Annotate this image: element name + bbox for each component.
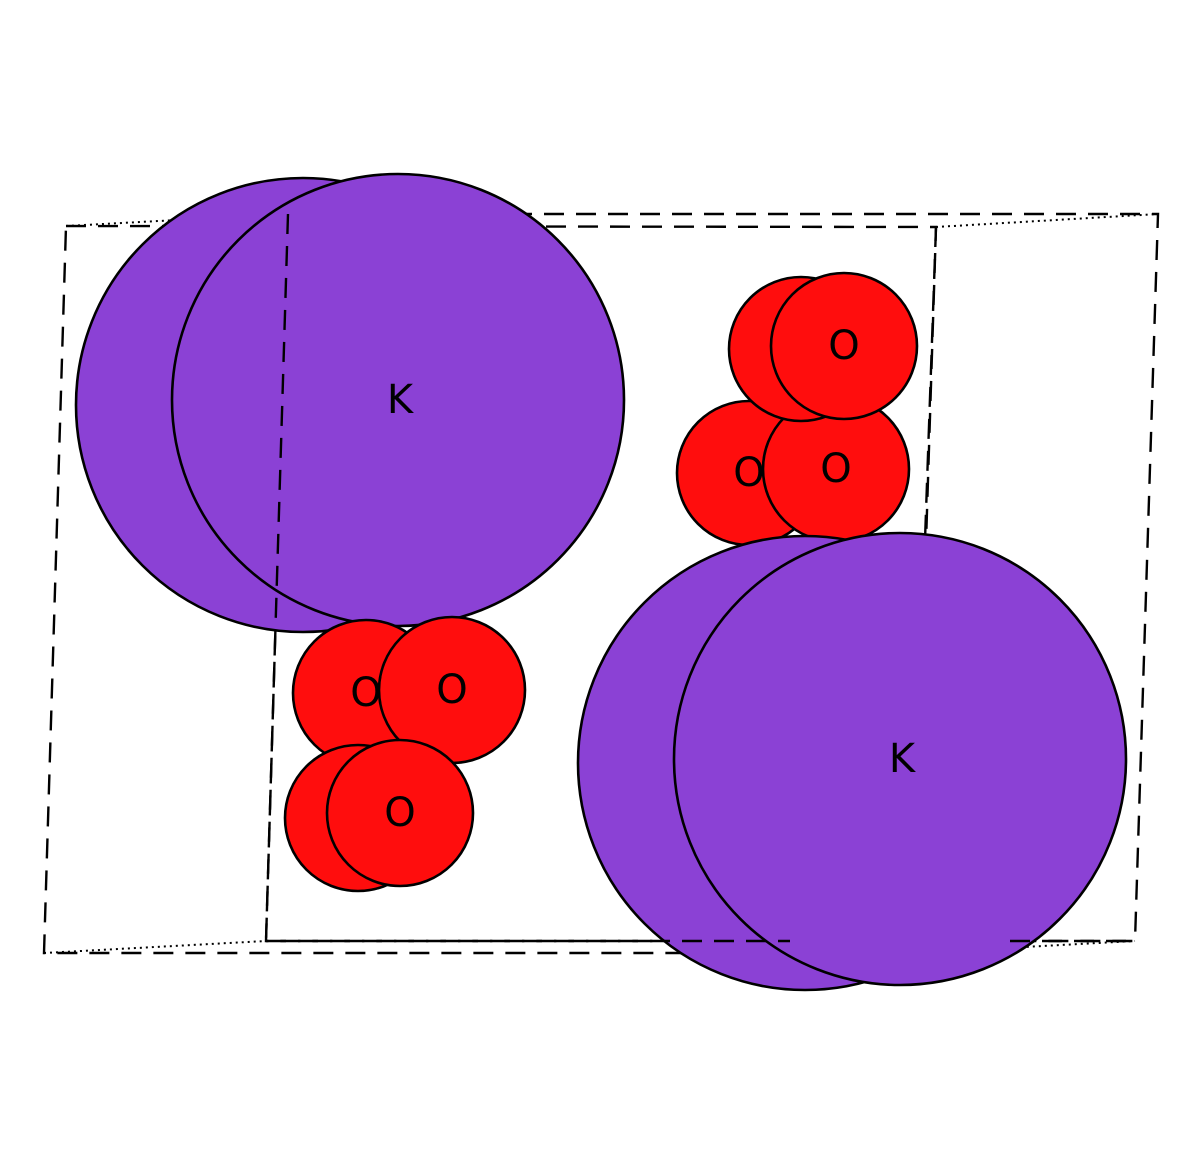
atoms: KKOOOOOOOOKK [74, 172, 1128, 992]
unit-cell-edge [264, 213, 290, 942]
unit-cell-back-face [42, 224, 938, 955]
unit-cell-front-face [264, 212, 1160, 943]
atom-sphere [325, 738, 475, 888]
atom-label: O [820, 446, 851, 492]
oxygen-atom: O [769, 271, 919, 421]
atom-label: O [733, 450, 764, 496]
oxygen-atom: O [325, 738, 475, 888]
atom-sphere [672, 531, 1128, 987]
potassium-atom: K [170, 172, 626, 628]
unit-cell-front-edges [264, 213, 1135, 943]
atom-label: O [436, 667, 467, 713]
unit-cell-edge [923, 226, 938, 541]
atom-label: O [384, 790, 415, 836]
unit-cell-edge [935, 213, 1159, 228]
unit-cell-edge [65, 213, 289, 227]
unit-cell-edge [43, 940, 267, 954]
atom-label: O [350, 670, 381, 716]
atom-label: K [889, 736, 917, 782]
atom-sphere [769, 271, 919, 421]
atom-label: O [828, 323, 859, 369]
atom-label: K [387, 377, 415, 423]
potassium-atom: K [672, 531, 1128, 987]
